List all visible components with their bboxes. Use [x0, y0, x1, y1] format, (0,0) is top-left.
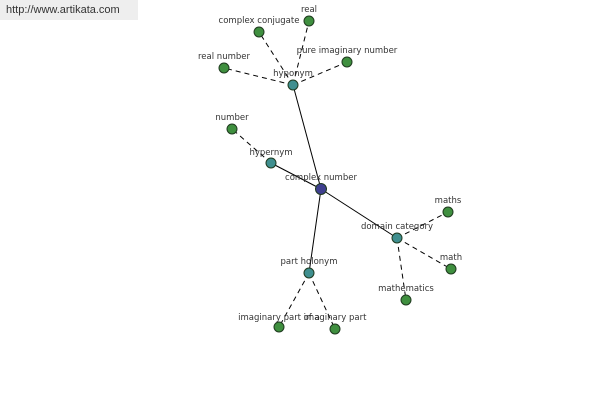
- node-complex-number[interactable]: [315, 183, 327, 195]
- edge-complex-number-to-part-holonym: [308, 188, 322, 274]
- label-complex-conjugate[interactable]: complex conjugate: [219, 16, 300, 26]
- label-complex-number[interactable]: complex number: [285, 173, 357, 183]
- edge-complex-number-to-domain-category: [320, 188, 398, 239]
- node-imaginary-part-of-a[interactable]: [273, 321, 285, 333]
- node-mathematics[interactable]: [400, 294, 412, 306]
- label-number[interactable]: number: [215, 113, 249, 123]
- edge-domain-category-to-mathematics: [396, 237, 407, 301]
- node-real[interactable]: [303, 15, 315, 27]
- node-math[interactable]: [445, 263, 457, 275]
- edge-hyponym-to-complex-conjugate: [258, 31, 294, 86]
- edge-part-holonym-to-imaginary-part-of-a: [278, 272, 310, 328]
- edge-hyponym-to-pure-imaginary-number: [292, 61, 348, 86]
- node-part-holonym[interactable]: [303, 267, 315, 279]
- edge-domain-category-to-math: [396, 237, 452, 270]
- label-part-holonym[interactable]: part holonym: [281, 257, 338, 267]
- nodes-layer: [218, 15, 457, 335]
- label-mathematics[interactable]: mathematics: [378, 284, 434, 294]
- node-imaginary-part[interactable]: [329, 323, 341, 335]
- label-maths[interactable]: maths: [435, 196, 462, 206]
- site-url-watermark[interactable]: http://www.artikata.com: [0, 0, 138, 20]
- node-hypernym[interactable]: [265, 157, 277, 169]
- label-imaginary-part[interactable]: imaginary part: [304, 313, 368, 323]
- node-number[interactable]: [226, 123, 238, 135]
- edge-hyponym-to-real-number: [223, 67, 294, 86]
- label-real-number[interactable]: real number: [198, 52, 250, 62]
- edge-part-holonym-to-imaginary-part: [308, 272, 336, 330]
- label-imaginary-part-of-a[interactable]: imaginary part of a: [238, 313, 320, 323]
- node-pure-imaginary-number[interactable]: [341, 56, 353, 68]
- edge-complex-number-to-hypernym: [270, 162, 322, 190]
- node-domain-category[interactable]: [391, 232, 403, 244]
- edge-hyponym-to-real: [292, 20, 310, 86]
- node-real-number[interactable]: [218, 62, 230, 74]
- label-math[interactable]: math: [440, 253, 462, 263]
- label-hypernym[interactable]: hypernym: [249, 148, 292, 158]
- node-maths[interactable]: [442, 206, 454, 218]
- edge-domain-category-to-maths: [396, 211, 449, 239]
- label-hyponym[interactable]: hyponym: [273, 69, 313, 79]
- label-real[interactable]: real: [301, 5, 317, 15]
- edges-layer: [223, 20, 452, 330]
- node-complex-conjugate[interactable]: [253, 26, 265, 38]
- label-pure-imaginary-number[interactable]: pure imaginary number: [297, 46, 398, 56]
- edge-complex-number-to-hyponym: [292, 84, 322, 190]
- node-hyponym[interactable]: [287, 79, 299, 91]
- labels-layer: complex number hyponym hypernym domain cate…: [198, 5, 462, 323]
- label-domain-category[interactable]: domain category: [361, 222, 433, 232]
